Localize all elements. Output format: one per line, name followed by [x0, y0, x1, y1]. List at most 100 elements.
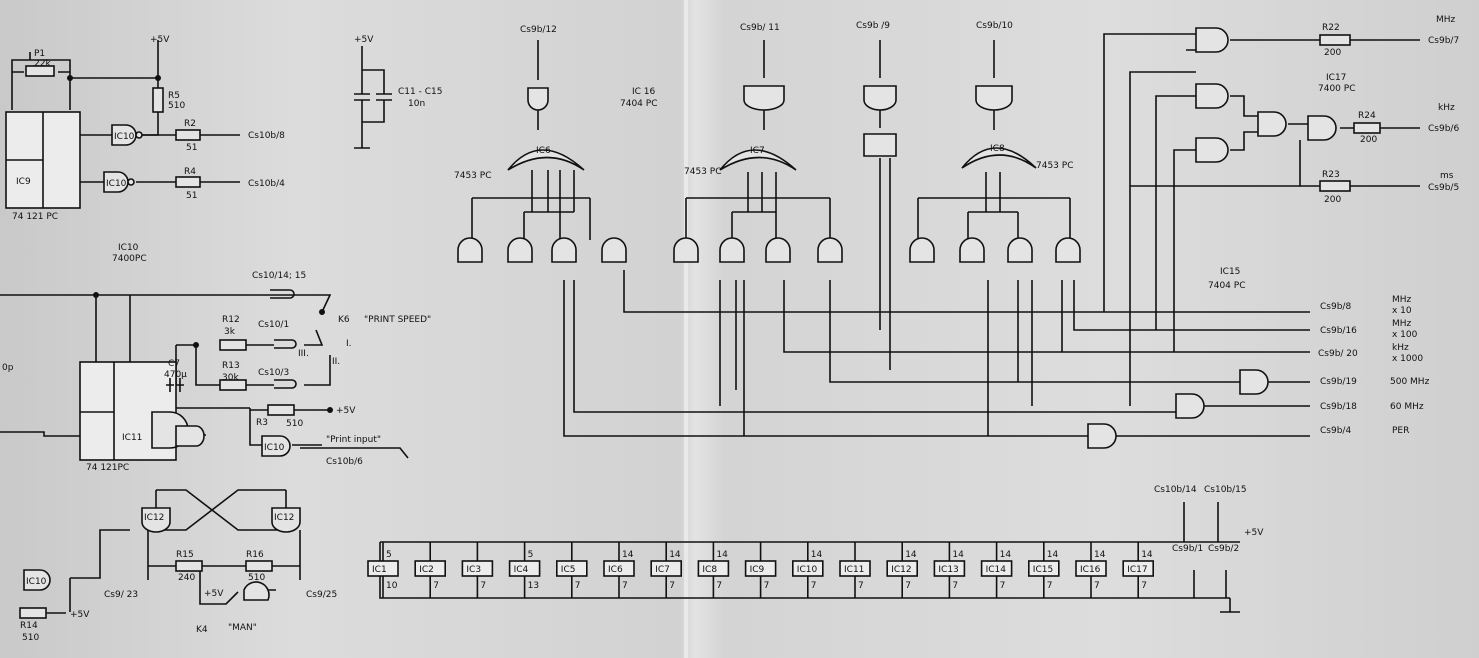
- resistor-r22: [1319, 34, 1351, 46]
- label-r14: R14: [20, 621, 38, 631]
- label-ic9: IC9: [16, 177, 31, 187]
- resistor-r14: [19, 607, 47, 619]
- ic-row-top-pin-4: 5: [528, 550, 534, 560]
- label-k6: K6: [338, 315, 350, 325]
- label-ic10c: IC10: [264, 443, 285, 453]
- paper-fold: [684, 0, 688, 658]
- label-cap: C11 - C15: [398, 87, 442, 97]
- label-rII: II.: [332, 357, 340, 367]
- label-ic11-pc: 74 121PC: [86, 463, 129, 473]
- label-print-input: "Print input": [326, 435, 381, 445]
- nand-gate-ic12-a: [141, 507, 171, 533]
- nand-gate-ic10d: [23, 569, 51, 591]
- resistor-r16: [245, 560, 273, 572]
- ic-row-label-10: IC10: [797, 565, 818, 575]
- label-cs9b20: Cs9b/ 20: [1318, 349, 1358, 359]
- label-r4-value: 51: [186, 191, 197, 201]
- nand-gate-ic15-b: [1195, 137, 1229, 163]
- and-gates-ic6: [457, 237, 627, 263]
- ic-row-bottom-pin-14: 7: [1000, 581, 1006, 591]
- label-print-speed: "PRINT SPEED": [364, 315, 431, 325]
- ic11-output-gate: [175, 425, 205, 447]
- label-p1-value: 22k: [34, 59, 51, 69]
- label-ind4: 500 MHz: [1390, 377, 1430, 387]
- label-ic16: IC 16: [632, 87, 656, 97]
- label-cs9b10: Cs9b/10: [976, 21, 1013, 31]
- label-7453-a: 7453 PC: [454, 171, 491, 181]
- label-ic15: IC15: [1220, 267, 1240, 277]
- ic-row-top-pin-8: 14: [716, 550, 728, 560]
- inverter-ic15-a: [1239, 369, 1269, 395]
- ic-row-label-5: IC5: [561, 565, 576, 575]
- ic-row-top-pin-13: 14: [952, 550, 964, 560]
- label-ic11: IC11: [122, 433, 142, 443]
- ic-row-label-3: IC3: [466, 565, 481, 575]
- label-rI: I.: [346, 339, 352, 349]
- resistor-r4: [175, 176, 201, 188]
- label-supply-6: +5V: [1244, 528, 1264, 538]
- label-ic12-b: IC12: [274, 513, 294, 523]
- ic-row-label-11: IC11: [844, 565, 864, 575]
- label-cs10b15: Cs10b/15: [1204, 485, 1247, 495]
- resistor-r5: [152, 87, 164, 113]
- or-gate-ic8: [961, 147, 1037, 169]
- ic-row-top-pin-6: 14: [622, 550, 634, 560]
- label-cs9b8: Cs9b/8: [1320, 302, 1351, 312]
- label-ind3: kHz: [1392, 343, 1409, 353]
- label-r4: R4: [184, 167, 196, 177]
- label-ind2: MHz: [1392, 319, 1412, 329]
- supply-bus: [379, 502, 1240, 613]
- connector-cs10-1: [274, 339, 297, 349]
- ic-row-label-17: IC17: [1127, 565, 1147, 575]
- and-gates-ic8: [909, 237, 1081, 263]
- label-r14-value: 510: [22, 633, 39, 643]
- inverter-ic15-b: [1175, 393, 1205, 419]
- resistor-r3: [267, 404, 295, 416]
- wires-center: [471, 40, 1310, 437]
- label-ic10d: IC10: [26, 577, 47, 587]
- ic-row-top-pin-17: 14: [1141, 550, 1153, 560]
- label-supply-1: +5V: [150, 35, 170, 45]
- label-r22: R22: [1322, 23, 1340, 33]
- resistor-r23: [1319, 180, 1351, 192]
- ic-row-top-pin-7: 14: [669, 550, 681, 560]
- ic-row-bottom-pin-6: 7: [622, 581, 628, 591]
- label-r22-value: 200: [1324, 48, 1341, 58]
- label-cs9b11: Cs9b/ 11: [740, 23, 780, 33]
- nand-gate-ic17-b: [1257, 111, 1287, 137]
- label-cs9b12: Cs9b/12: [520, 25, 557, 35]
- label-ic8: IC8: [990, 144, 1005, 154]
- label-ic17: IC17: [1326, 73, 1346, 83]
- label-7453-b: 7453 PC: [684, 167, 721, 177]
- label-cs9b9: Cs9b /9: [856, 21, 890, 31]
- label-ind1: MHz: [1392, 295, 1412, 305]
- label-r24: R24: [1358, 111, 1376, 121]
- label-ind6: PER: [1392, 426, 1409, 436]
- resistor-r13: [219, 379, 247, 391]
- ic-row-label-4: IC4: [514, 565, 529, 575]
- ic-row: IC1510IC27IC37IC4513IC57IC6147IC7147IC81…: [367, 542, 1154, 598]
- label-k4: K4: [196, 625, 208, 635]
- label-ic17-pc: 7400 PC: [1318, 84, 1355, 94]
- resistor-r12: [219, 339, 247, 351]
- nand-gate-ic17-a: [1195, 27, 1229, 53]
- nand-gate-ic15-a: [1195, 83, 1229, 109]
- ic-row-label-2: IC2: [419, 565, 434, 575]
- connector-cs10-14: [270, 289, 295, 299]
- ic-row-bottom-pin-12: 7: [905, 581, 911, 591]
- or-gate-ic7: [719, 149, 797, 171]
- label-cs9b4: Cs9b/4: [1320, 426, 1351, 436]
- label-p1: P1: [34, 49, 45, 59]
- ic-row-bottom-pin-4: 13: [528, 581, 539, 591]
- label-ic10: IC10: [118, 243, 139, 253]
- ic-row-bottom-pin-11: 7: [858, 581, 864, 591]
- label-cs9b2: Cs9b/2: [1208, 544, 1239, 554]
- ic-row-bottom-pin-3: 7: [480, 581, 486, 591]
- ic-row-label-9: IC9: [750, 565, 765, 575]
- ic-row-bottom-pin-8: 7: [716, 581, 722, 591]
- label-ic6: IC6: [536, 146, 551, 156]
- wires-right: [1103, 33, 1420, 406]
- ic-row-bottom-pin-17: 7: [1141, 581, 1147, 591]
- ic-row-top-pin-12: 14: [905, 550, 917, 560]
